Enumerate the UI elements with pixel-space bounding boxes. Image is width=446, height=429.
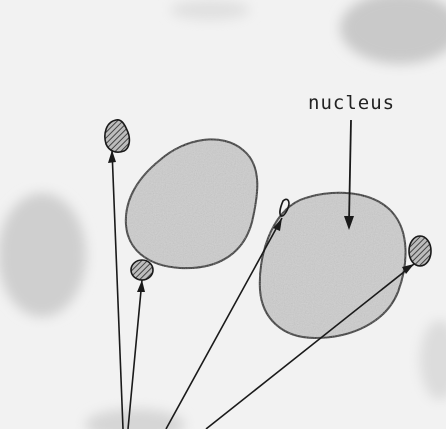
nucleus-label: nucleus (308, 92, 395, 114)
particle-right (409, 236, 431, 266)
background-cell-top (170, 0, 250, 20)
background-cell-left (0, 193, 86, 317)
particle-middle (131, 260, 153, 280)
